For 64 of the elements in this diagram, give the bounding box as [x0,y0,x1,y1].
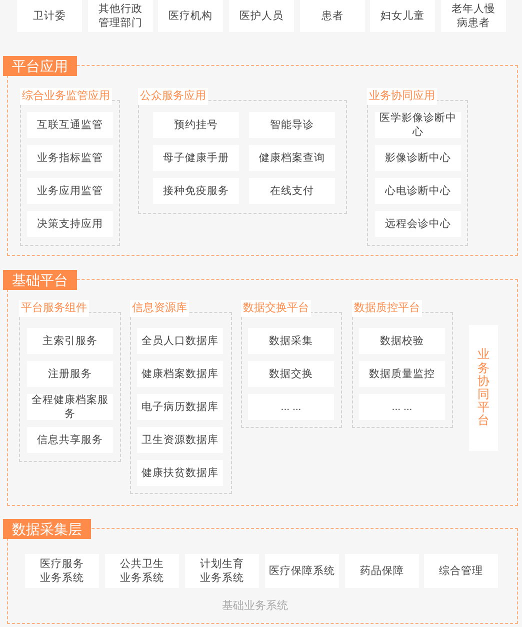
module-box: 健康档案查询 [249,145,335,171]
group-title: 综合业务监管应用 [20,88,112,105]
module-box: 数据采集 [248,328,334,354]
module-box: 影像诊断中心 [375,145,461,171]
group-title: 数据质控平台 [352,300,422,317]
module-box: 医学影像诊断中心 [375,112,461,138]
module-group [367,88,468,246]
module-box: 公共卫生业务系统 [105,554,179,588]
module-group [130,300,232,494]
module-box: 信息共享服务 [27,427,113,453]
group-title: 数据交换平台 [241,300,311,317]
module-box: 电子病历数据库 [137,394,223,420]
module-box: 医疗服务业务系统 [25,554,99,588]
group-title: 信息资源库 [130,300,189,317]
module-box: 注册服务 [27,361,113,387]
module-box: 远程会诊中心 [375,211,461,237]
module-box: 主索引服务 [27,328,113,354]
module-box: 决策支持应用 [27,211,113,237]
module-box: 在线支付 [249,178,335,204]
group-title: 平台服务组件 [19,300,89,317]
module-group [138,88,347,214]
module-group [352,300,453,428]
module-box: ... ... [248,394,334,420]
user-box: 患者 [300,0,365,32]
layer-panel [3,56,518,256]
module-group [241,300,342,428]
module-box: 心电诊断中心 [375,178,461,204]
layer-title: 数据采集层 [3,519,91,539]
module-box: 智能导诊 [249,112,335,138]
platform-bar: 业务协同平台 [469,325,498,451]
user-box: 卫计委 [17,0,82,32]
user-box: 老年人慢病患者 [441,0,506,32]
user-box: 医疗机构 [158,0,223,32]
layer-title: 平台应用 [3,56,77,76]
module-box: 母子健康手册 [153,145,239,171]
module-box: 数据质量监控 [359,361,445,387]
module-box: 数据交换 [248,361,334,387]
module-box: 药品保障 [345,554,419,588]
module-box: 业务应用监管 [27,178,113,204]
module-box: 业务指标监管 [27,145,113,171]
layer-title: 基础平台 [3,270,77,290]
module-box: 医疗保障系统 [265,554,339,588]
module-box: 计划生育业务系统 [185,554,259,588]
module-box: 全员人口数据库 [137,328,223,354]
module-box: 健康扶贫数据库 [137,460,223,486]
user-box: 妇女儿童 [370,0,435,32]
module-box: 全程健康档案服务 [27,394,113,420]
user-box: 医护人员 [229,0,294,32]
module-box: 数据校验 [359,328,445,354]
module-box: 接种免疫服务 [153,178,239,204]
group-title: 业务协同应用 [367,88,437,105]
module-box: 互联互通监管 [27,112,113,138]
user-box: 其他行政管理部门 [88,0,153,32]
module-box: 综合管理 [424,554,498,588]
layer-panel [3,270,518,506]
module-box: 卫生资源数据库 [137,427,223,453]
note-text: 基础业务系统 [222,598,288,614]
module-box: 预约挂号 [153,112,239,138]
module-group [19,300,121,462]
module-group [20,88,120,246]
module-box: ... ... [359,394,445,420]
module-box: 健康档案数据库 [137,361,223,387]
group-title: 公众服务应用 [138,88,208,105]
layer-panel [3,519,518,624]
